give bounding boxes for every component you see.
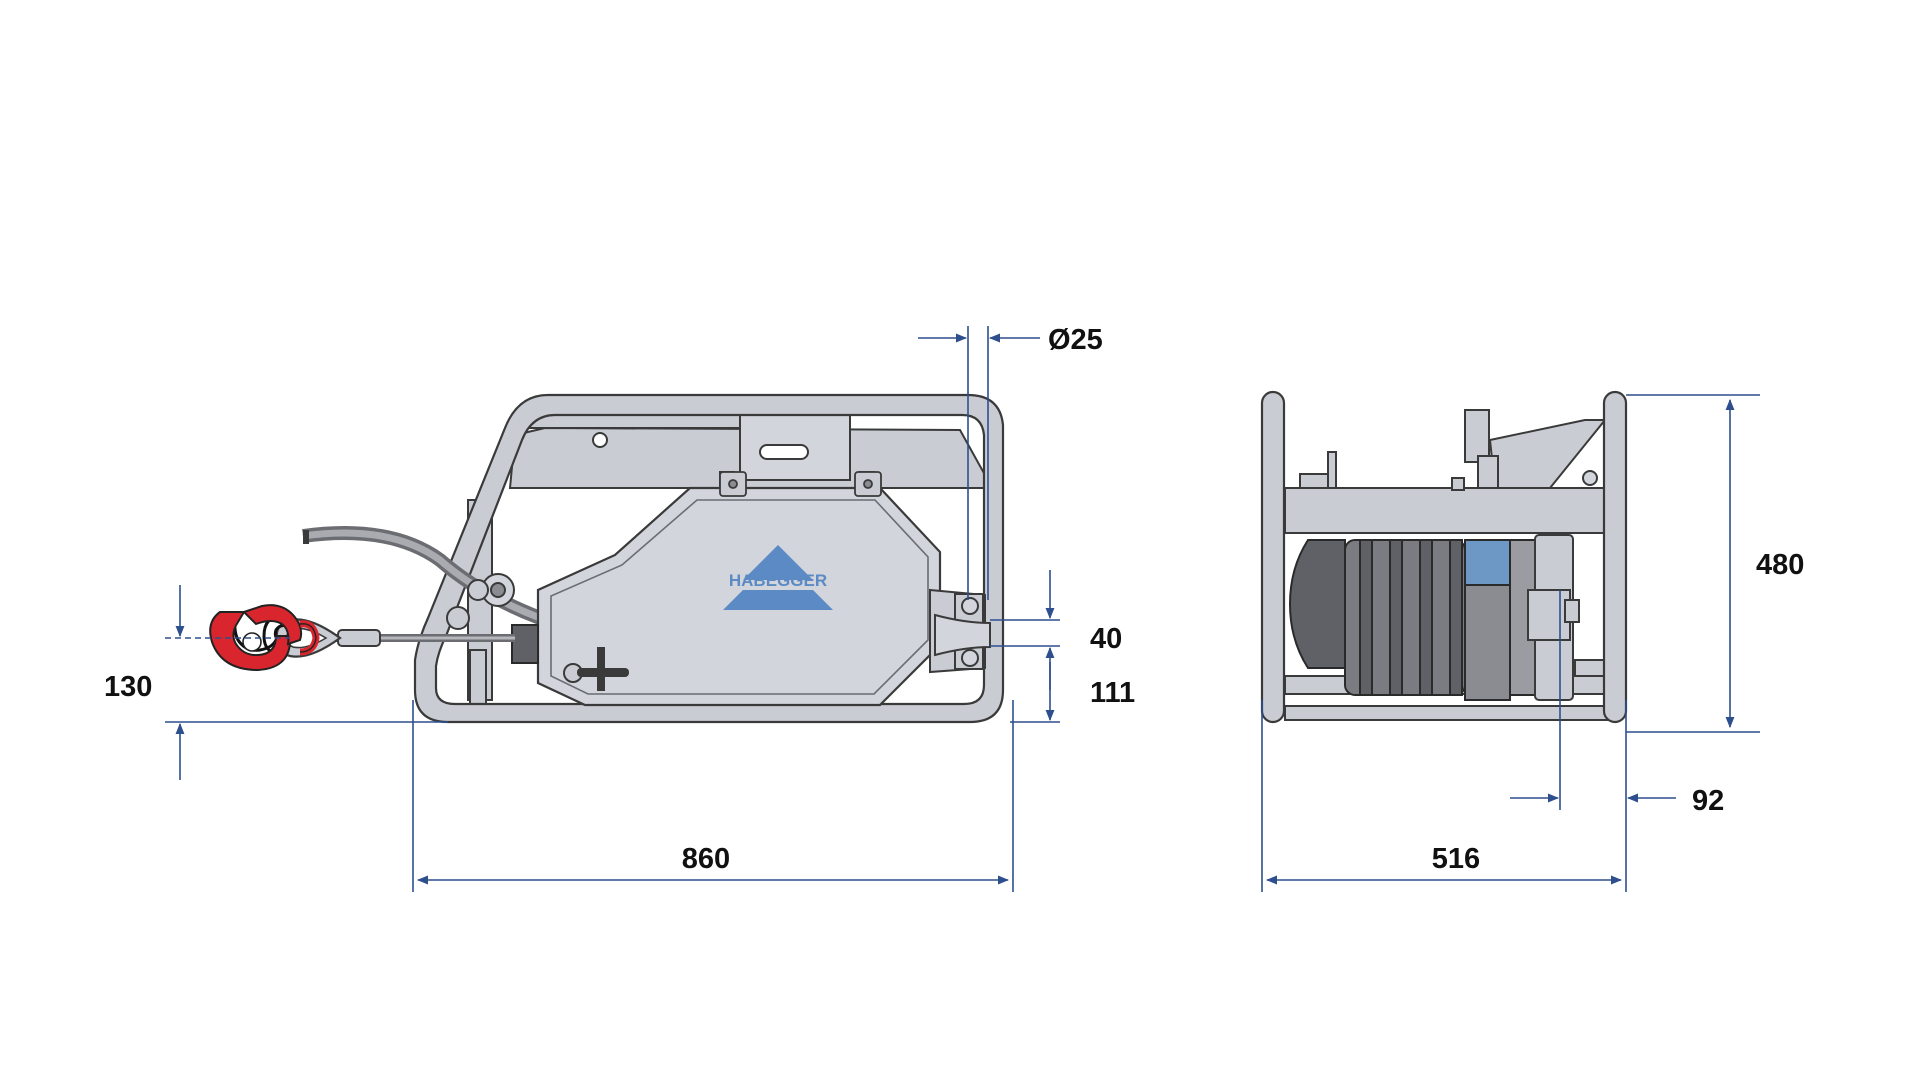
front-view-gear-plate: [1527, 534, 1606, 701]
side-view-top-brackets: [719, 471, 882, 497]
dimension-height: [1626, 394, 1760, 733]
side-view-anchor-bracket: [929, 588, 991, 674]
label-width: 516: [1432, 843, 1480, 875]
dimension-diameter: [918, 326, 1040, 600]
side-view-cable: [320, 629, 515, 647]
label-height: 480: [1756, 549, 1804, 581]
label-hook-height: 130: [104, 671, 152, 703]
side-view-tube-frame: [413, 393, 1005, 724]
side-view-lever: [563, 647, 629, 691]
label-height-offset: 40: [1090, 623, 1122, 655]
brand-name: HABEGGER: [729, 571, 827, 590]
brand-logo: HABEGGER: [723, 545, 833, 610]
label-side-offset: 92: [1692, 785, 1724, 817]
brand-triangle-icon: [743, 545, 813, 580]
front-view-right-post: [1602, 390, 1628, 724]
dimension-length: [412, 700, 1014, 892]
dimension-anchor-height: [990, 570, 1060, 723]
dimension-hook-height: [165, 585, 448, 780]
side-view-rope-rollers: [446, 573, 515, 630]
label-bottom-offset: 111: [1090, 677, 1135, 709]
label-diameter: Ø25: [1048, 324, 1103, 356]
winch-side-view: HABEGGER: [209, 393, 1005, 724]
side-view-rope-clamp: [511, 624, 539, 664]
dimension-annotations: [165, 326, 1760, 892]
dimension-side-offset: [1510, 590, 1676, 810]
winch-front-view: [1260, 390, 1628, 724]
dimension-labels: Ø25 40 111 130 860 516 92 480: [104, 324, 1804, 875]
front-view-top-bracket: [1464, 409, 1608, 489]
label-length: 860: [682, 843, 730, 875]
front-view-left-post: [1260, 390, 1286, 724]
